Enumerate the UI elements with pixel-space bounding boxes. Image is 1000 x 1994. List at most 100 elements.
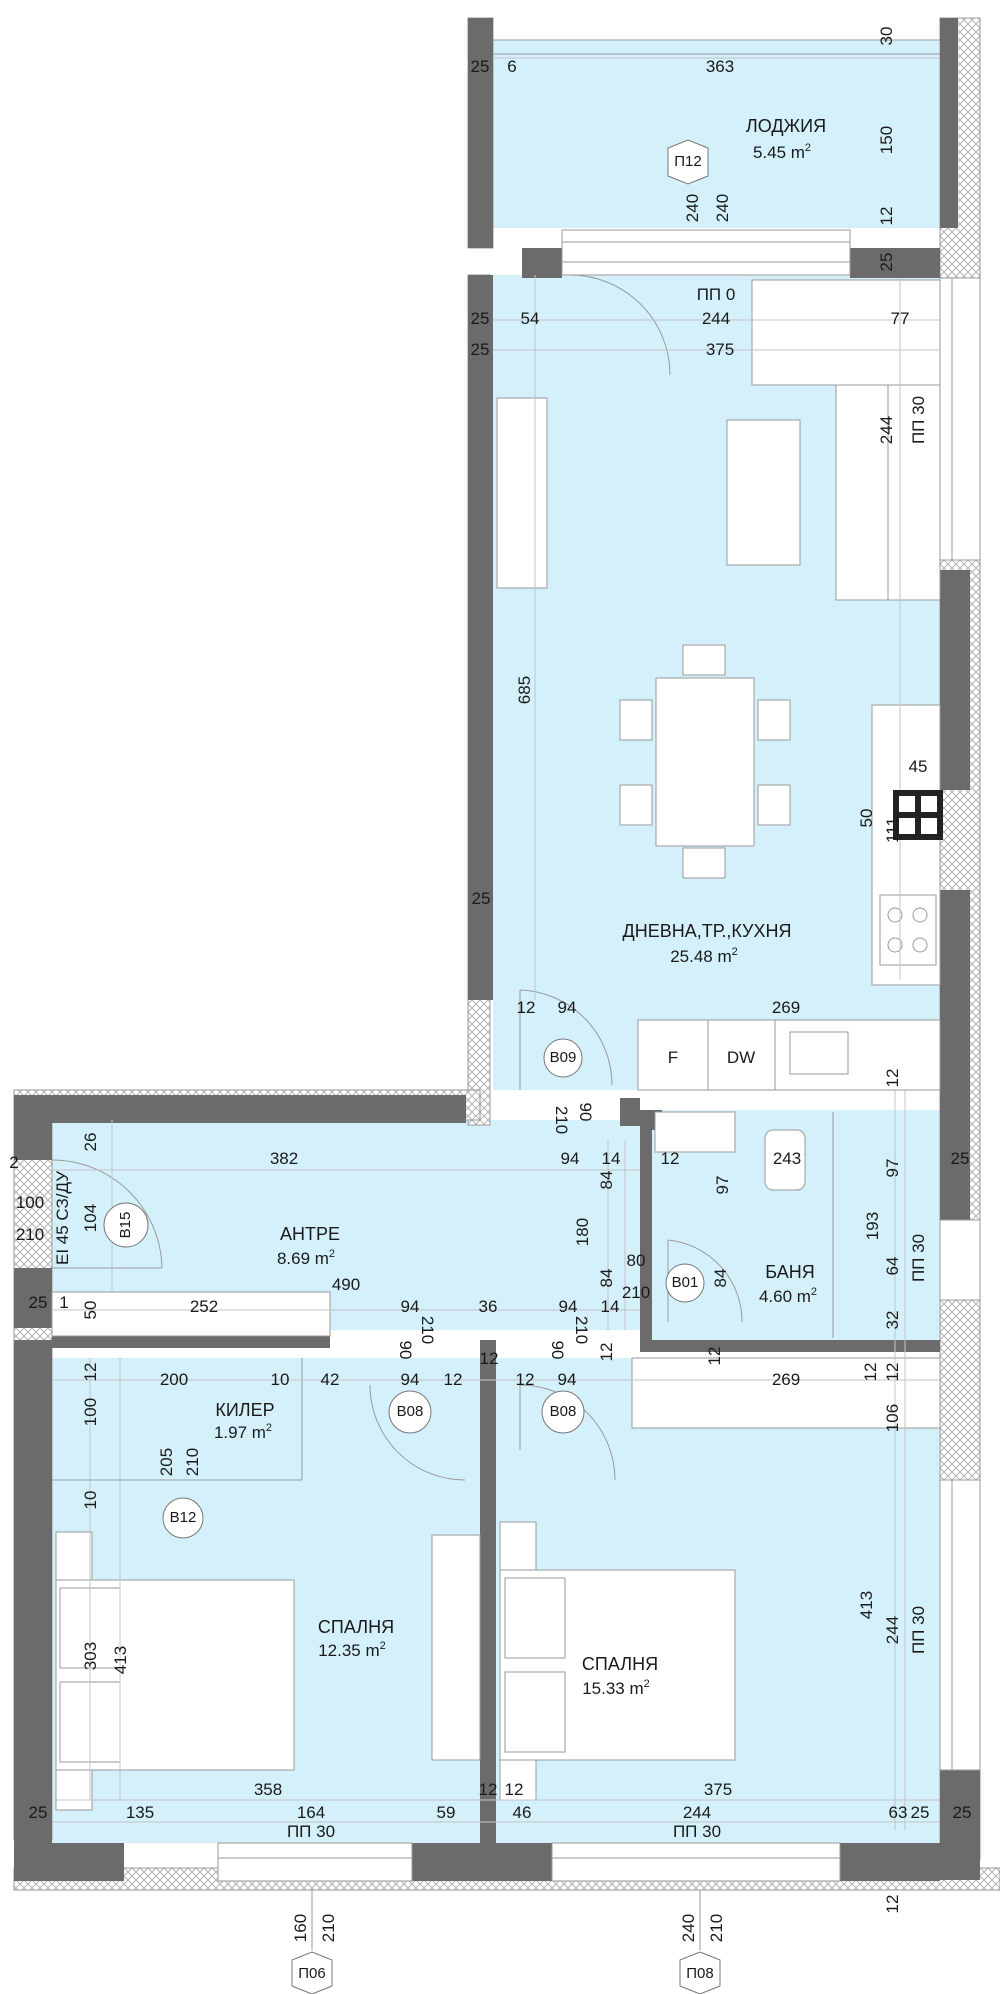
dim: 1 bbox=[59, 1293, 68, 1312]
dim: 193 bbox=[863, 1212, 882, 1240]
dim: 210 bbox=[418, 1316, 437, 1344]
dim: 210 bbox=[622, 1283, 650, 1302]
dim: 14 bbox=[601, 1297, 620, 1316]
dim: 210 bbox=[183, 1448, 202, 1476]
misc-labels: ПП 0 ПП 30 ПП 30 ПП 30 ПП 30 ПП 30 EI 45… bbox=[53, 285, 928, 1841]
dim: 180 bbox=[573, 1218, 592, 1246]
dim: 54 bbox=[521, 309, 540, 328]
dim: 240 bbox=[679, 1914, 698, 1942]
walls bbox=[14, 18, 980, 1881]
dim: 490 bbox=[332, 1275, 360, 1294]
tag-p08: П08 bbox=[686, 1965, 713, 1982]
dim: 12 bbox=[883, 1895, 902, 1914]
dim: 25 bbox=[471, 340, 490, 359]
dim: 244 bbox=[883, 1616, 902, 1644]
dim: 12 bbox=[877, 207, 896, 226]
dim: 375 bbox=[706, 340, 734, 359]
dim: 205 bbox=[157, 1448, 176, 1476]
markers bbox=[103, 139, 721, 1994]
wall-hall-top bbox=[14, 1095, 466, 1123]
dim: 59 bbox=[437, 1803, 456, 1822]
dim: 94 bbox=[561, 1149, 580, 1168]
dim: 160 bbox=[291, 1914, 310, 1942]
thin-lines bbox=[51, 39, 981, 1950]
tag-b09: B09 bbox=[550, 1049, 577, 1066]
dim: 30 bbox=[877, 27, 896, 46]
wall-hall-left-2 bbox=[14, 1268, 52, 1328]
bath-name: БАНЯ bbox=[765, 1262, 814, 1282]
wall-bottom-2 bbox=[412, 1843, 552, 1881]
fridge-label: F bbox=[668, 1048, 678, 1067]
wall-living-right bbox=[940, 570, 970, 790]
wall-bed1-bed2 bbox=[480, 1340, 496, 1845]
dim: 97 bbox=[883, 1159, 902, 1178]
dim: 210 bbox=[572, 1316, 591, 1344]
p08-hexagon-icon bbox=[679, 1951, 721, 1994]
dim: 25 bbox=[953, 1803, 972, 1822]
bedroom2-area: 15.33 m2 bbox=[582, 1678, 650, 1698]
bedroom1-name: СПАЛНЯ bbox=[318, 1617, 394, 1637]
p12-hexagon-icon bbox=[667, 139, 709, 185]
dim: 94 bbox=[401, 1297, 420, 1316]
dim: 45 bbox=[909, 757, 928, 776]
dim: 63 bbox=[889, 1803, 908, 1822]
dim: 84 bbox=[711, 1269, 730, 1288]
dim: 10 bbox=[81, 1491, 100, 1510]
dim: 100 bbox=[16, 1193, 44, 1212]
wall-loggia-right bbox=[940, 18, 958, 228]
dim: 210 bbox=[319, 1914, 338, 1942]
dim: 12 bbox=[444, 1370, 463, 1389]
p06-hexagon-icon bbox=[291, 1951, 333, 1994]
label-pp30-bath: ПП 30 bbox=[909, 1234, 928, 1282]
wall-bath-bottom bbox=[640, 1340, 940, 1352]
dim: 25 bbox=[472, 889, 491, 908]
dim: 106 bbox=[883, 1404, 902, 1432]
dim: 12 bbox=[516, 1370, 535, 1389]
dim: 413 bbox=[111, 1646, 130, 1674]
dim: 685 bbox=[515, 676, 534, 704]
loggia-name: ЛОДЖИЯ bbox=[746, 116, 826, 136]
wall-loggia-bottom-left bbox=[522, 248, 562, 278]
wall-bath-left bbox=[640, 1110, 652, 1340]
storage-area: 1.97 m2 bbox=[214, 1422, 272, 1442]
tag-labels: П12 B09 B15 B01 B08 B08 B12 П06 П08 bbox=[117, 153, 714, 1982]
dim: 77 bbox=[891, 309, 910, 328]
dim: 10 bbox=[271, 1370, 290, 1389]
dim: 90 bbox=[396, 1341, 415, 1360]
dim: 303 bbox=[81, 1642, 100, 1670]
dim: 200 bbox=[160, 1370, 188, 1389]
b09-circle-icon bbox=[543, 1038, 583, 1078]
dim: 25 bbox=[471, 309, 490, 328]
dim: 12 bbox=[597, 1343, 616, 1362]
dim: 269 bbox=[772, 998, 800, 1017]
b08a-circle-icon bbox=[388, 1390, 432, 1434]
dim: 14 bbox=[602, 1149, 621, 1168]
dim: 80 bbox=[627, 1251, 646, 1270]
b15-circle-icon bbox=[103, 1202, 149, 1248]
dim: 46 bbox=[513, 1803, 532, 1822]
dim: 26 bbox=[81, 1133, 100, 1152]
dim: 244 bbox=[683, 1803, 711, 1822]
tag-b08a: B08 bbox=[397, 1403, 424, 1420]
b01-circle-icon bbox=[665, 1263, 705, 1303]
dim: 97 bbox=[713, 1176, 732, 1195]
tag-b08b: B08 bbox=[550, 1403, 577, 1420]
dim: 244 bbox=[877, 416, 896, 444]
dim: 269 bbox=[772, 1370, 800, 1389]
dim: 240 bbox=[683, 194, 702, 222]
dishwasher-label: DW bbox=[727, 1048, 755, 1067]
dim: 104 bbox=[81, 1204, 100, 1232]
dim: 90 bbox=[576, 1103, 595, 1122]
dim: 210 bbox=[552, 1106, 571, 1134]
room-labels: ЛОДЖИЯ 5.45 m2 ДНЕВНА,ТР.,КУХНЯ 25.48 m2… bbox=[214, 116, 826, 1698]
dim: 100 bbox=[81, 1398, 100, 1426]
dim: 25 bbox=[29, 1293, 48, 1312]
dim: 84 bbox=[597, 1269, 616, 1288]
wall-living-right-2 bbox=[940, 890, 970, 1220]
tag-p12: П12 bbox=[674, 153, 701, 170]
dim: 375 bbox=[704, 1780, 732, 1799]
dim: 94 bbox=[558, 1370, 577, 1389]
bedroom2-name: СПАЛНЯ bbox=[582, 1654, 658, 1674]
wall-living-corridor-1 bbox=[620, 1098, 640, 1126]
living-area: 25.48 m2 bbox=[670, 946, 738, 966]
